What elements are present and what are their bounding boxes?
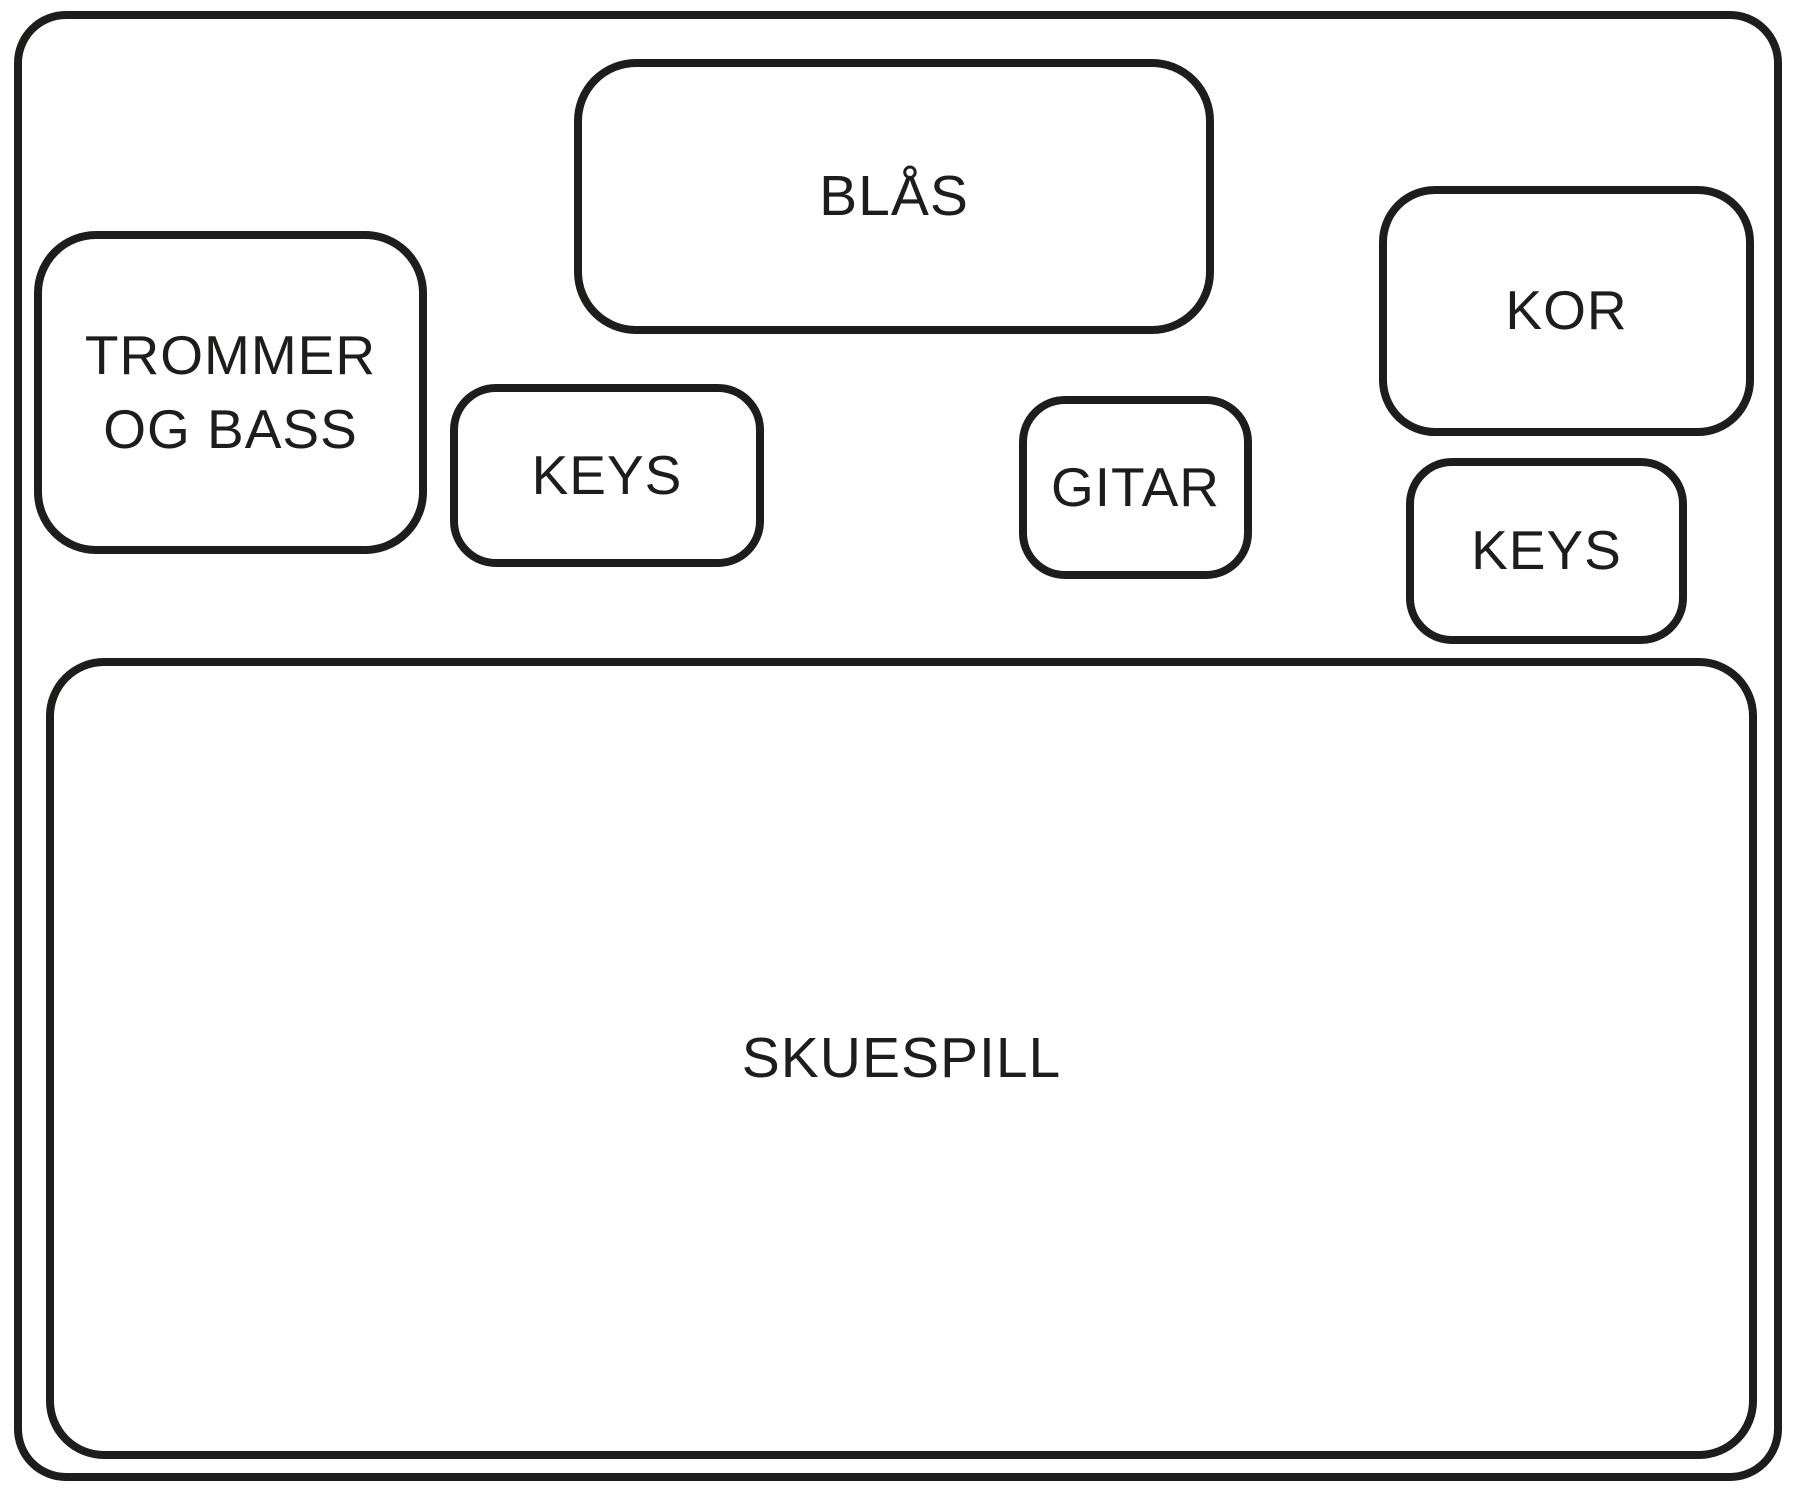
box-keys-left-label: KEYS bbox=[531, 443, 683, 506]
stage-outline bbox=[14, 11, 1782, 1481]
box-trommer-og-bass: TROMMER OG BASS bbox=[34, 231, 427, 554]
box-skuespill: SKUESPILL bbox=[46, 658, 1757, 1459]
box-trommer-og-bass-label: TROMMER OG BASS bbox=[84, 324, 377, 460]
box-kor: KOR bbox=[1379, 186, 1754, 436]
box-kor-label: KOR bbox=[1505, 279, 1628, 342]
box-skuespill-label: SKUESPILL bbox=[741, 1025, 1062, 1090]
box-gitar-label: GITAR bbox=[1051, 455, 1220, 518]
box-keys-right: KEYS bbox=[1406, 458, 1687, 644]
box-blas: BLÅS bbox=[574, 59, 1214, 334]
box-keys-left: KEYS bbox=[450, 384, 764, 567]
box-gitar: GITAR bbox=[1019, 396, 1252, 579]
box-keys-right-label: KEYS bbox=[1471, 519, 1622, 582]
box-blas-label: BLÅS bbox=[819, 163, 969, 228]
